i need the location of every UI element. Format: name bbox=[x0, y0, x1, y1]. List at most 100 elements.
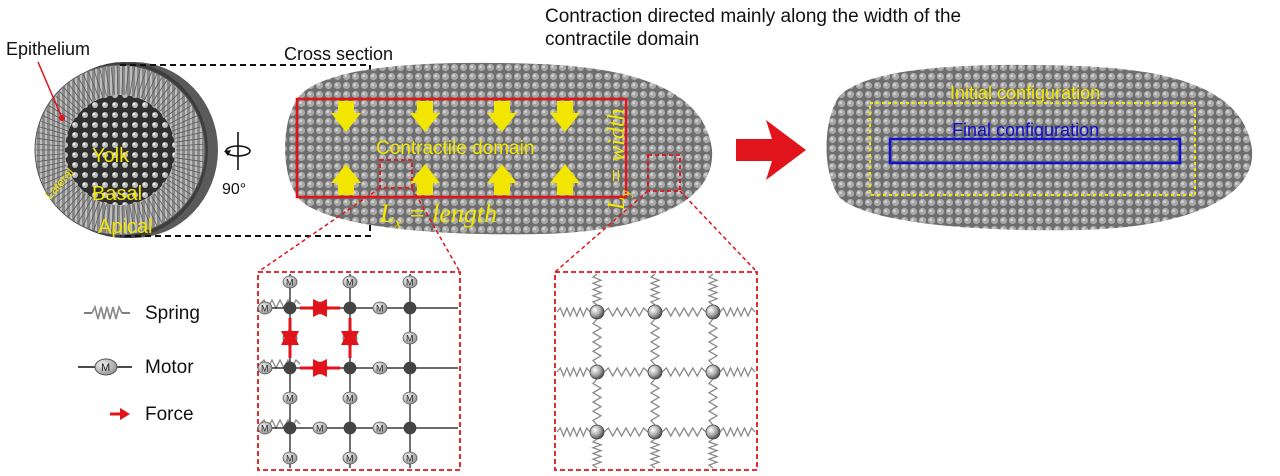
spring-icon bbox=[591, 438, 603, 469]
svg-text:M: M bbox=[286, 278, 294, 288]
contractile-domain-box bbox=[295, 97, 628, 199]
top-caption-line2: contractile domain bbox=[545, 29, 699, 50]
rotation-label: 90° bbox=[222, 181, 246, 198]
legend-motor-label: Motor bbox=[145, 357, 194, 378]
spring-icon bbox=[603, 366, 649, 378]
arrow-up-icon bbox=[331, 164, 361, 195]
node-icon bbox=[705, 364, 721, 380]
arrow-down-icon bbox=[550, 101, 580, 132]
arrow-down-icon bbox=[331, 101, 361, 132]
inset-marker-left bbox=[379, 159, 413, 189]
motor-icon bbox=[342, 451, 358, 465]
node-icon bbox=[647, 304, 663, 320]
svg-text:M: M bbox=[261, 304, 269, 314]
spring-icon bbox=[707, 318, 719, 366]
motor-icon bbox=[312, 421, 328, 435]
arrow-up-icon bbox=[487, 164, 517, 195]
svg-text:M: M bbox=[261, 424, 269, 434]
node-icon bbox=[589, 364, 605, 380]
spring-icon bbox=[649, 378, 661, 426]
motor-icon bbox=[257, 421, 273, 435]
spring-icon bbox=[719, 306, 756, 318]
svg-text:M: M bbox=[376, 424, 384, 434]
cross-section-label: Cross section bbox=[284, 44, 393, 64]
arrow-up-icon bbox=[550, 164, 580, 195]
spring-icon bbox=[719, 366, 756, 378]
node-icon bbox=[647, 424, 663, 440]
node-icon bbox=[589, 424, 605, 440]
motor-network-grid: MMMMMMMMMMMMMMMMMMMMM bbox=[257, 274, 458, 468]
svg-text:M: M bbox=[261, 364, 269, 374]
svg-text:M: M bbox=[346, 394, 354, 404]
motor-icon bbox=[402, 331, 418, 345]
spring-icon bbox=[649, 438, 661, 469]
svg-text:M: M bbox=[406, 334, 414, 344]
spring-icon bbox=[707, 378, 719, 426]
motor-icon bbox=[372, 361, 388, 375]
zoom-line-right-b bbox=[679, 190, 758, 273]
epithelium-pointer-dot bbox=[59, 115, 65, 121]
top-caption-line1: Contraction directed mainly along the wi… bbox=[545, 6, 961, 27]
force-icon bbox=[110, 408, 130, 420]
yolk-label: Yolk bbox=[92, 145, 130, 167]
spring-icon bbox=[591, 318, 603, 366]
initial-configuration-box bbox=[869, 102, 1196, 196]
motor-icon bbox=[282, 391, 298, 405]
node-icon bbox=[343, 301, 357, 315]
svg-text:M: M bbox=[316, 424, 324, 434]
node-icon bbox=[647, 364, 663, 380]
svg-text:M: M bbox=[406, 394, 414, 404]
contraction-arrows bbox=[331, 101, 580, 195]
contractile-domain-label: Contractile domain bbox=[376, 138, 534, 159]
motor-icon bbox=[282, 275, 298, 289]
svg-text:M: M bbox=[101, 362, 110, 374]
svg-text:M: M bbox=[376, 304, 384, 314]
svg-text:M: M bbox=[406, 278, 414, 288]
spring-icon bbox=[591, 378, 603, 426]
svg-text:M: M bbox=[346, 454, 354, 464]
node-icon bbox=[343, 361, 357, 375]
node-icon bbox=[283, 301, 297, 315]
spring-icon bbox=[556, 306, 591, 318]
zoom-line-left-a bbox=[257, 187, 381, 273]
node-icon bbox=[283, 421, 297, 435]
ly-width-label: Ly = width bbox=[604, 108, 634, 211]
svg-text:M: M bbox=[346, 278, 354, 288]
zoom-line-left-b bbox=[411, 187, 461, 273]
arrow-up-icon bbox=[410, 164, 440, 195]
basal-label: Basal bbox=[92, 183, 142, 205]
motor-icon bbox=[372, 421, 388, 435]
spring-icon bbox=[603, 426, 649, 438]
cross-section-disc bbox=[34, 62, 218, 238]
spring-icon bbox=[556, 426, 591, 438]
initial-configuration-label: Initial configuration bbox=[950, 83, 1100, 103]
spring-icon bbox=[649, 318, 661, 366]
spring-icon bbox=[719, 426, 756, 438]
spring-icon bbox=[84, 304, 130, 320]
node-icon bbox=[403, 301, 417, 315]
lx-length-label: Lx = length bbox=[379, 199, 497, 232]
embryo-final bbox=[826, 64, 1253, 231]
final-configuration-box bbox=[888, 137, 1182, 165]
arrow-down-icon bbox=[410, 101, 440, 132]
spring-icon bbox=[661, 426, 707, 438]
node-icon bbox=[589, 304, 605, 320]
inset-marker-right bbox=[647, 154, 681, 192]
spring-icon bbox=[707, 273, 719, 306]
motor-icon bbox=[342, 391, 358, 405]
legend-spring-label: Spring bbox=[145, 303, 200, 324]
legend-force-label: Force bbox=[145, 404, 194, 425]
motor-icon: M bbox=[78, 358, 132, 376]
svg-text:M: M bbox=[406, 454, 414, 464]
epithelium-label: Epithelium bbox=[6, 39, 90, 59]
motor-icon bbox=[402, 391, 418, 405]
node-icon bbox=[705, 424, 721, 440]
spring-icon bbox=[603, 306, 649, 318]
spring-icon bbox=[649, 273, 661, 306]
spring-network-grid bbox=[556, 273, 756, 469]
big-red-arrow-icon bbox=[736, 120, 806, 180]
rotate-arrow-icon bbox=[224, 132, 251, 170]
svg-text:M: M bbox=[286, 454, 294, 464]
svg-text:M: M bbox=[286, 394, 294, 404]
